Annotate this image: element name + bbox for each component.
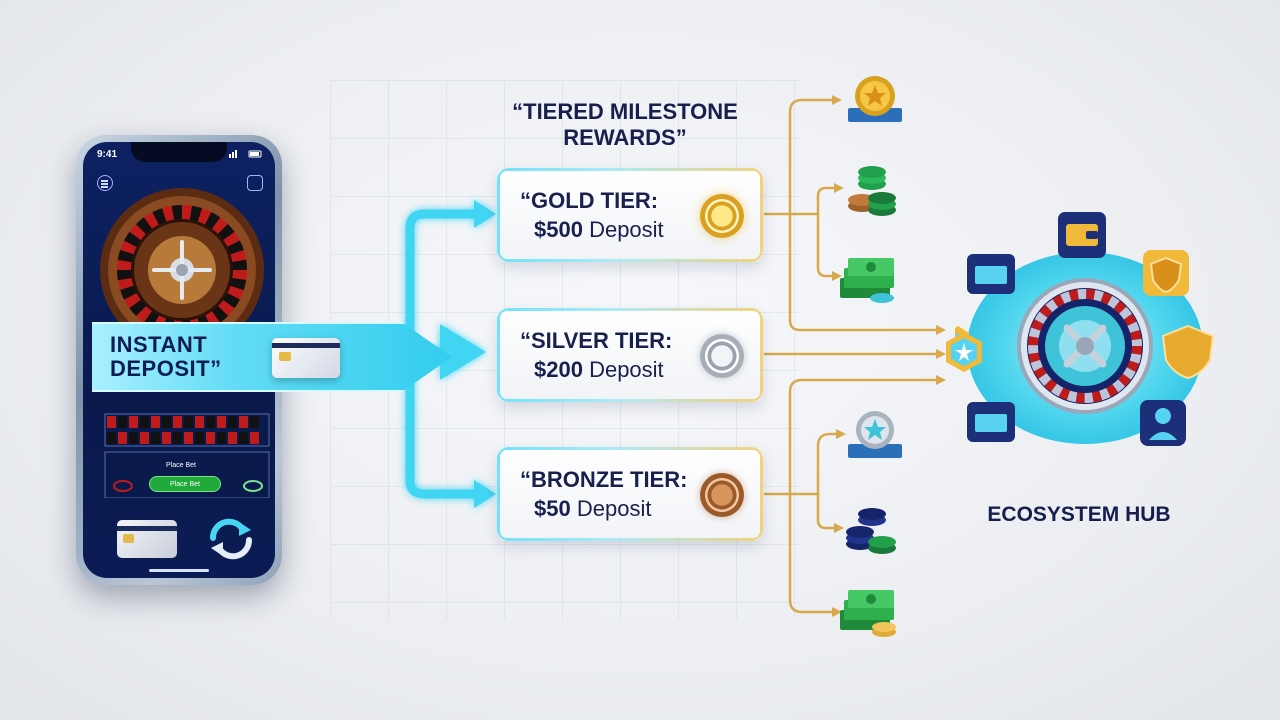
- phone-time: 9:41: [97, 149, 118, 160]
- silver-tier-amount: $200: [534, 357, 583, 382]
- phone-notch: [131, 142, 227, 162]
- home-indicator: [149, 569, 209, 572]
- title-line2: REWARDS”: [563, 125, 687, 150]
- ecosystem-hub-label: ECOSYSTEM HUB: [987, 503, 1171, 526]
- silver-tier-deposit: $200 Deposit: [534, 357, 664, 383]
- line-bronze-chips: [816, 492, 836, 530]
- line-bronze-cash: [788, 492, 834, 614]
- gold-connectors: [763, 98, 942, 614]
- gold-tier-deposit: $500 Deposit: [534, 217, 664, 243]
- bronze-chip-icon: [700, 473, 744, 517]
- deposit-card-icon: [272, 338, 340, 378]
- line-gold-cash: [816, 212, 834, 278]
- place-bet-button[interactable]: Place Bet: [149, 476, 221, 492]
- gold-tier-amount: $500: [534, 217, 583, 242]
- gold-tier-name: “GOLD TIER:: [520, 188, 659, 213]
- cash-stack-icon: [840, 258, 894, 303]
- ecosystem-hub-icon: [955, 250, 1215, 446]
- credit-card-icon: [117, 520, 177, 558]
- bronze-tier-amount: $50: [534, 496, 571, 521]
- hub-wallet-icon: [1058, 212, 1106, 258]
- gold-tier-deposit-word: Deposit: [589, 217, 664, 242]
- line-bronze-medal: [788, 432, 838, 496]
- bronze-tier-deposit-word: Deposit: [576, 496, 652, 521]
- line-gold-hub: [788, 212, 942, 332]
- status-icons: [229, 150, 262, 158]
- instant-deposit-line2: DEPOSIT”: [110, 356, 222, 381]
- line-gold-chips: [788, 186, 836, 216]
- menu-icon[interactable]: [97, 175, 113, 191]
- silver-tier-card: “SILVER TIER: $200 Deposit: [497, 308, 763, 402]
- cash-and-gold-coins-icon: [840, 590, 896, 637]
- silver-tier-name: “SILVER TIER:: [520, 328, 673, 353]
- green-chip-stack-icon: [848, 166, 896, 216]
- hub-badge-icon: [946, 332, 982, 372]
- roulette-betting-table[interactable]: [103, 412, 271, 498]
- sync-icon[interactable]: [205, 518, 257, 560]
- grid-icon[interactable]: [247, 175, 263, 191]
- bronze-tier-name: “BRONZE TIER:: [520, 467, 688, 492]
- silver-medal-icon: [848, 411, 902, 458]
- instant-deposit-line1: INSTANT: [110, 332, 208, 357]
- roulette-wheel-icon: [100, 188, 264, 352]
- bronze-tier-card: “BRONZE TIER: $50 Deposit: [497, 447, 763, 541]
- title-line1: “TIERED MILESTONE: [512, 99, 738, 124]
- bronze-tier-deposit: $50 Deposit: [534, 496, 651, 522]
- gold-tier-card: “GOLD TIER: $500 Deposit: [497, 168, 763, 262]
- gold-medal-icon: [848, 76, 902, 122]
- line-gold-medal: [763, 98, 834, 216]
- line-bronze-hub: [763, 378, 942, 496]
- arrowhead-bronze: [474, 480, 496, 508]
- place-bet-label: Place Bet: [166, 461, 196, 469]
- arrowhead-silver: [440, 324, 486, 380]
- instant-deposit-label: INSTANT DEPOSIT”: [110, 333, 222, 381]
- hub-shield-icon-right: [1161, 324, 1215, 380]
- diagram-title: “TIERED MILESTONE REWARDS”: [480, 99, 770, 151]
- silver-tier-deposit-word: Deposit: [589, 357, 664, 382]
- arrow-to-bronze: [405, 360, 476, 499]
- arrowhead-gold: [474, 200, 496, 228]
- silver-chip-icon: [700, 334, 744, 378]
- gold-chip-icon: [700, 194, 744, 238]
- arrow-to-gold: [405, 209, 476, 340]
- blue-chip-stack-icon: [846, 508, 896, 554]
